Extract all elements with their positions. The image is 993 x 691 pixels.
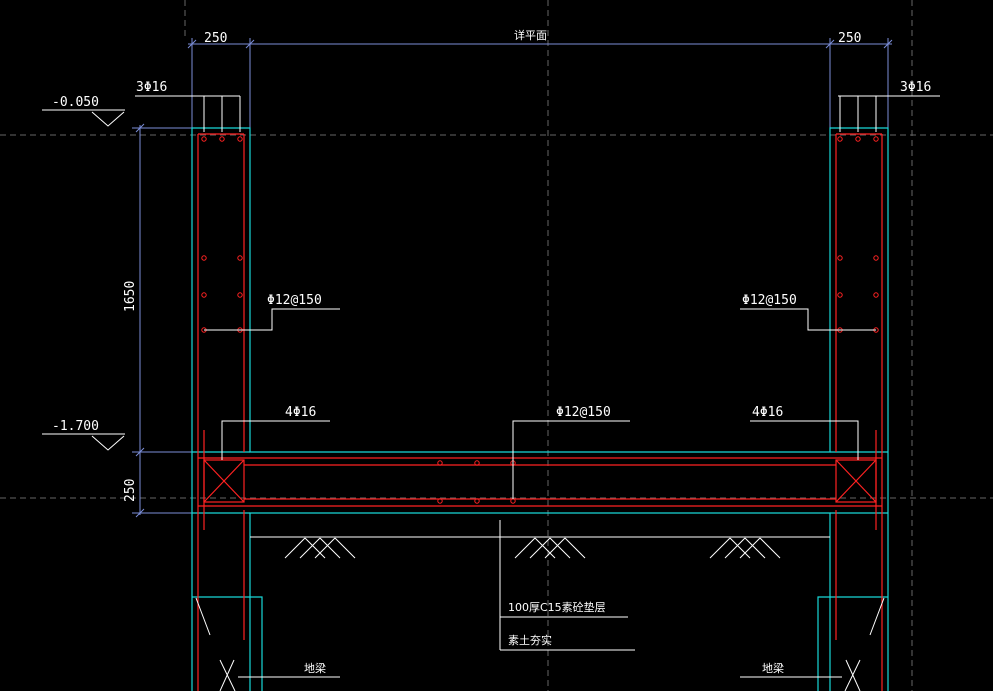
dim-wall-height: 1650: [123, 281, 138, 312]
dim-slab-thickness: 250: [123, 479, 138, 502]
dim-left-width: 250: [204, 31, 227, 46]
rebar-wall-right-label: Φ12@150: [742, 293, 797, 308]
rebar-lines: [197, 133, 883, 691]
rebar-dots: [201, 136, 879, 504]
rebar-beam-left-label: 4Φ16: [285, 405, 316, 420]
dim-right-width: 250: [838, 31, 861, 46]
rebar-top-right-label: 3Φ16: [900, 80, 931, 95]
elevation-bottom-label: -1.700: [52, 419, 99, 434]
note-cushion: 100厚C15素砼垫层: [508, 600, 606, 614]
soil-hatch: [195, 537, 885, 691]
elevation-markers: [42, 109, 125, 451]
elevation-top-label: -0.050: [52, 95, 99, 110]
note-ground-beam-right: 地梁: [762, 661, 784, 675]
rebar-wall-left-label: Φ12@150: [267, 293, 322, 308]
concrete-outline: [191, 127, 889, 691]
rebar-beam-right-label: 4Φ16: [752, 405, 783, 420]
dim-middle-span: 详平面: [514, 28, 547, 42]
note-ground-beam-left: 地梁: [304, 661, 326, 675]
leader-lines: [135, 95, 940, 678]
dimension-lines: [132, 38, 893, 518]
rebar-beam-middle-label: Φ12@150: [556, 405, 611, 420]
note-soil: 素土夯实: [508, 633, 552, 647]
rebar-top-left-label: 3Φ16: [136, 80, 167, 95]
